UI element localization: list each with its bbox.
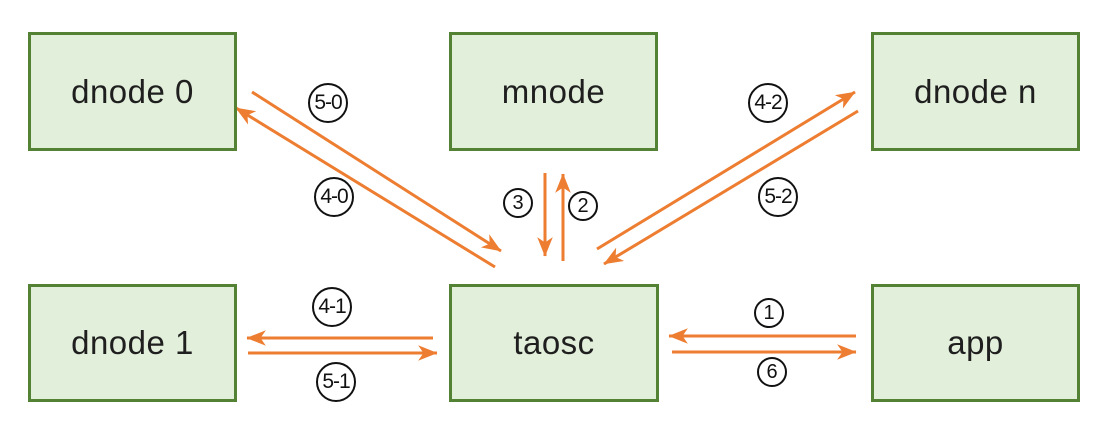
- node-dnode-1: dnode 1: [28, 284, 237, 402]
- node-mnode-label: mnode: [501, 72, 606, 110]
- arrow-step-4-0: [235, 106, 496, 269]
- step-badge-5-0: 5-0: [308, 83, 348, 123]
- step-badge-1: 1: [754, 298, 784, 328]
- step-badge-1-label: 1: [763, 301, 775, 324]
- node-mnode: mnode: [449, 32, 658, 151]
- step-badge-5-1-label: 5-1: [322, 370, 350, 393]
- node-app: app: [871, 284, 1080, 402]
- node-dnode-0-label: dnode 0: [71, 72, 194, 110]
- arrow-step-5-2: [603, 109, 859, 266]
- step-badge-4-1: 4-1: [312, 287, 352, 327]
- step-badge-5-1: 5-1: [316, 362, 356, 402]
- node-taosc-label: taosc: [513, 324, 595, 361]
- step-badge-4-2-label: 4-2: [754, 91, 782, 114]
- step-badge-3: 3: [503, 188, 533, 218]
- step-badge-3-label: 3: [512, 191, 524, 214]
- step-badge-5-2-label: 5-2: [764, 185, 792, 208]
- node-dnode-n-label: dnode n: [914, 72, 1037, 110]
- step-badge-2: 2: [568, 191, 598, 221]
- step-badge-5-0-label: 5-0: [314, 91, 342, 114]
- step-badge-6-label: 6: [766, 360, 778, 383]
- step-badge-4-0-label: 4-0: [320, 185, 348, 208]
- step-badge-5-2: 5-2: [758, 177, 798, 217]
- step-badge-4-1-label: 4-1: [318, 295, 346, 318]
- arrow-step-5-0: [251, 90, 502, 253]
- node-app-label: app: [947, 324, 1004, 361]
- node-dnode-1-label: dnode 1: [71, 324, 194, 361]
- node-dnode-0: dnode 0: [28, 32, 237, 151]
- step-badge-4-2: 4-2: [748, 83, 788, 123]
- node-dnode-n: dnode n: [871, 32, 1080, 151]
- node-taosc: taosc: [449, 284, 659, 402]
- step-badge-2-label: 2: [577, 194, 589, 217]
- step-badge-6: 6: [757, 357, 787, 387]
- arrow-step-4-2: [596, 90, 856, 251]
- step-badge-4-0: 4-0: [314, 177, 354, 217]
